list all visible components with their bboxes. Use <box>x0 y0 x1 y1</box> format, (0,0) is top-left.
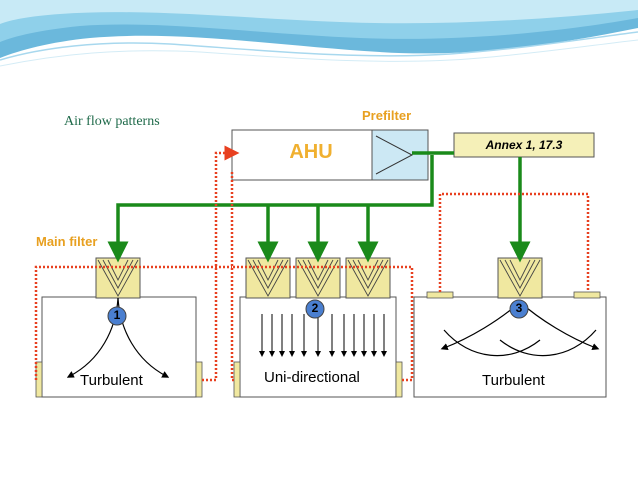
room-2-airflow <box>259 314 387 357</box>
room-2-label: Uni-directional <box>264 369 360 386</box>
room-1-label: Turbulent <box>80 372 143 389</box>
return-lines <box>34 145 590 382</box>
room-2-number: 2 <box>311 301 319 315</box>
annex-box <box>453 132 595 158</box>
annex-label: Annex 1, 17.3 <box>485 138 563 152</box>
room-3-label: Turbulent <box>482 372 545 389</box>
terminal-filter-pleats <box>97 259 541 297</box>
prefilter-label: Prefilter <box>362 108 412 123</box>
prefilter-chevron <box>375 135 414 175</box>
main-filter-label: Main filter <box>36 234 98 249</box>
supply-lines <box>107 151 531 263</box>
terminal-filters <box>95 257 543 299</box>
ahu-label: AHU <box>289 141 333 163</box>
room-3-number: 3 <box>515 301 523 315</box>
ahu-prefilter <box>371 129 429 181</box>
diagram-title: Air flow patterns <box>64 114 160 129</box>
room-1-number: 1 <box>113 308 121 322</box>
header-wave <box>0 0 638 67</box>
room-badges <box>107 299 529 326</box>
